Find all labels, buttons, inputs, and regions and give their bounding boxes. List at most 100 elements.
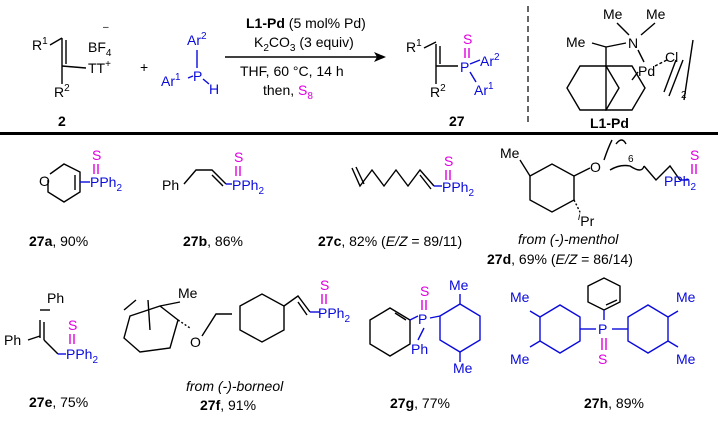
- phenyl-label: Ph: [411, 341, 428, 357]
- ring-benzene: [239, 293, 285, 343]
- bond: [631, 71, 639, 81]
- phosphine-h: H: [209, 81, 219, 97]
- methyl-label: Me: [178, 285, 198, 301]
- bond: [187, 75, 194, 79]
- bond: [668, 59, 684, 97]
- product-ar2: Ar2: [480, 52, 500, 69]
- bond: [683, 39, 694, 101]
- conditions-solvent-temp: THF, 60 °C, 14 h: [240, 63, 344, 79]
- bond: [61, 65, 87, 69]
- ring-cyclohexene: [587, 277, 621, 311]
- bond: [667, 340, 679, 348]
- methyl-label: Me: [676, 289, 696, 305]
- caption-27b: 27b, 86%: [183, 233, 243, 249]
- sulfur-label: S: [690, 147, 699, 163]
- bond-wedge: [123, 299, 137, 311]
- pph2-label: PPh2: [66, 346, 98, 366]
- catalyst-me3: Me: [566, 34, 586, 50]
- bond: [469, 71, 477, 83]
- pph2-label: PPh2: [318, 305, 350, 325]
- bond: [529, 310, 541, 318]
- bond: [49, 37, 63, 46]
- reagent-leaving-group: TT+: [88, 59, 111, 76]
- bond: [591, 42, 607, 48]
- note-27d: from (-)-menthol: [518, 231, 619, 247]
- chain-count: 6: [628, 154, 634, 165]
- bond: [159, 301, 181, 307]
- compound-27c: S PPh2 27c, 82% (E/Z = 89/11): [318, 153, 474, 249]
- catalyst-me1: Me: [603, 6, 623, 22]
- bond: [609, 164, 645, 171]
- conditions-base: K2CO3 (3 equiv): [254, 34, 354, 54]
- sulfur-label: S: [234, 149, 243, 165]
- bond: [297, 301, 308, 316]
- paren-open: [615, 139, 627, 145]
- ring-xylyl: [439, 303, 481, 353]
- methyl-label: Me: [500, 145, 520, 161]
- ring-naphthalene-b: [605, 65, 646, 111]
- phosphine-reagent: Ar2 Ar1 P H: [161, 31, 219, 97]
- compound-27b: Ph S PPh2 27b, 86%: [162, 149, 264, 249]
- methyl-label: Me: [449, 277, 469, 293]
- phosphorus-label: P: [418, 311, 427, 327]
- oxygen-label: O: [39, 173, 50, 189]
- catalyst-me2: Me: [646, 6, 666, 22]
- bond: [423, 41, 437, 49]
- phosphine-p: P: [193, 68, 202, 84]
- bond: [43, 339, 59, 355]
- conditions-then: then, S8: [263, 82, 313, 102]
- bond: [654, 59, 668, 67]
- bond: [667, 310, 679, 318]
- compound-27e: Ph Ph S PPh2 27e, 75%: [4, 290, 98, 410]
- bond: [605, 299, 618, 306]
- pph2-label: PPh2: [442, 179, 474, 199]
- reagent-2: R1 R2 BF4 – TT+ 2: [32, 22, 112, 129]
- catalyst-cl: Cl: [665, 49, 678, 65]
- sulfur-label: S: [92, 147, 101, 163]
- product-p: P: [460, 59, 469, 75]
- sulfur-label: S: [68, 317, 77, 333]
- scheme-separator-line: [0, 132, 718, 135]
- caption-27c: 27c, 82% (E/Z = 89/11): [318, 233, 462, 249]
- compound-27h: P S Me Me Me Me 27h, 89%: [510, 277, 696, 411]
- bond: [27, 335, 41, 341]
- product-27-label: 27: [449, 113, 465, 129]
- bond: [417, 327, 425, 341]
- bond: [202, 78, 210, 85]
- bond: [640, 22, 656, 36]
- plus-sign: +: [140, 59, 148, 75]
- product-r1: R1: [406, 38, 422, 55]
- methyl-label: Me: [510, 289, 530, 305]
- compound-27g: S P Ph Me Me 27g, 77%: [369, 277, 481, 411]
- phenyl-label: Ph: [162, 177, 179, 193]
- bond: [603, 139, 613, 161]
- methyl-label: Me: [510, 351, 530, 367]
- bond-chain: [643, 164, 681, 182]
- product-27: R1 R2 S P Ar2 Ar1 27: [406, 31, 500, 129]
- reagent-r2: R2: [54, 83, 70, 100]
- phosphine-ar1: Ar1: [161, 72, 181, 89]
- reagent-anion-charge: –: [103, 22, 109, 33]
- caption-27d: 27d, 69% (E/Z = 86/14): [487, 251, 633, 267]
- bond: [519, 159, 531, 177]
- pph2-label: PPh2: [232, 177, 264, 197]
- bond: [529, 340, 541, 348]
- caption-27a: 27a, 90%: [29, 233, 88, 249]
- bond: [605, 42, 627, 48]
- caption-27g: 27g, 77%: [390, 395, 450, 411]
- catalyst-pd: Pd: [638, 63, 655, 79]
- compound-27a: O S PPh2 27a, 90%: [29, 147, 122, 249]
- bond: [419, 174, 432, 190]
- pph2-label: PPh2: [90, 174, 122, 194]
- methyl-label: Me: [676, 351, 696, 367]
- compound-27f: Me O S PPh2 from (-)-borneol 27f, 91%: [123, 277, 350, 413]
- caption-27f: 27f, 91%: [200, 397, 256, 413]
- ring-bornane: [123, 305, 179, 353]
- ring-cyclohexane: [529, 163, 575, 213]
- ring-naphthalene-a: [566, 65, 620, 111]
- sulfur-label: S: [320, 277, 329, 293]
- phosphine-ar2: Ar2: [187, 31, 207, 48]
- ring-xylyl-right: [627, 304, 669, 354]
- bond: [211, 174, 224, 187]
